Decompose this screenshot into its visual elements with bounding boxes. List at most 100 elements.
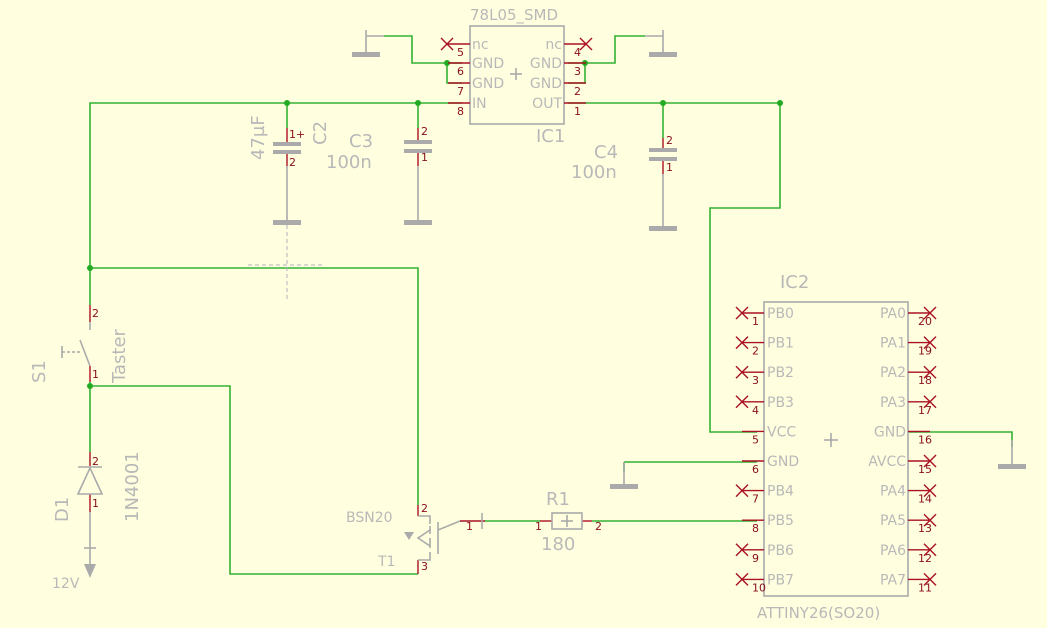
ic1-regulator[interactable]: 78L05_SMD IC1 5 6 7 8 nc GND GND IN 4 3: [440, 6, 593, 147]
ic2-pin-num: 7: [752, 493, 759, 506]
c3-value-label: 100n: [326, 152, 372, 173]
s1-contact-lever: [79, 339, 91, 367]
ic1-pin-label: GND: [472, 76, 504, 92]
c3-plate: [404, 149, 432, 153]
r1-pin-num: 2: [595, 520, 602, 533]
r1-resistor[interactable]: 1 2 R1 180: [535, 489, 602, 555]
ic2-pin-label: PA0: [880, 306, 906, 322]
ic1-pin-label: nc: [472, 37, 489, 53]
ic2-pin-label: PA6: [880, 543, 906, 559]
ic1-pin-num: 2: [574, 85, 581, 98]
ic1-name-label: IC1: [536, 126, 565, 147]
net-5v: [568, 102, 781, 433]
unconnected-pin-icon: [735, 365, 749, 379]
ic2-pin-label: PA2: [880, 365, 906, 381]
ic2-pin-label: PB3: [767, 395, 794, 411]
ic2-pin-num: 14: [918, 493, 932, 506]
ic2-pin-num: 2: [752, 345, 759, 358]
gnd-symbol: [273, 200, 301, 225]
ic1-pin-num: 3: [574, 65, 581, 78]
ic2-pin-num: 11: [918, 581, 932, 594]
ic1-pin-num: 1: [574, 105, 581, 118]
unconnected-pin-icon: [923, 572, 937, 586]
c2-plate-positive: [273, 142, 301, 146]
ic1-pin-num: 4: [574, 46, 581, 59]
t1-pin-num: 3: [421, 560, 428, 573]
ic2-pin-label: PB0: [767, 306, 794, 322]
ic1-pin-num: 7: [457, 85, 464, 98]
ic2-pin-label: GND: [874, 424, 906, 440]
ic2-pin-label: PB6: [767, 543, 794, 559]
net-source: [90, 385, 418, 575]
c2-plate-negative: [273, 150, 301, 154]
c4-plate: [649, 157, 677, 161]
junction-dot: [87, 265, 93, 271]
net-vin: [89, 102, 462, 305]
c2-pin-num: 1: [289, 128, 296, 141]
unconnected-pin-icon: [735, 572, 749, 586]
c2-polarity-mark: +: [296, 128, 305, 141]
ic2-pin-num: 12: [918, 552, 932, 565]
ic2-pin-label: PB5: [767, 513, 794, 529]
c4-value-label: 100n: [571, 162, 617, 183]
ic2-pin-num: 18: [918, 374, 932, 387]
ic1-pins-left: 5 6 7 8 nc GND GND IN: [440, 37, 504, 118]
t1-mosfet[interactable]: 2 3 1 BSN20 T1: [346, 502, 485, 574]
ic1-pin-num: 8: [457, 105, 464, 118]
ic2-pin-label: PA5: [880, 513, 906, 529]
junction-dot: [87, 383, 93, 389]
ic2-pin-num: 5: [752, 433, 759, 446]
ic2-pin-label: PB2: [767, 365, 794, 381]
ic2-pin-label: PA7: [880, 572, 906, 588]
gnd-symbol: [649, 205, 677, 231]
net-gnd-ic1-right-b: [585, 35, 645, 64]
s1-pushbutton[interactable]: 2 1 S1 Taster: [29, 305, 130, 384]
junction-dot: [415, 100, 421, 106]
unconnected-pin-icon: [923, 306, 937, 320]
c3-capacitor[interactable]: 2 1 C3 100n: [326, 125, 432, 200]
supply-arrow-icon: [84, 564, 96, 578]
s1-value-label: Taster: [109, 328, 130, 384]
ic2-pin-label: PA3: [880, 395, 906, 411]
gnd-symbol: [352, 30, 384, 57]
net-gnd-ic1-left: [384, 35, 462, 84]
gnd-symbols: [273, 30, 1026, 489]
ic2-pin-num: 16: [918, 433, 932, 446]
ic2-body: [763, 301, 909, 597]
unconnected-pin-icon: [923, 365, 937, 379]
t1-pin-num: 1: [466, 520, 473, 533]
r1-value-label: 180: [541, 534, 575, 555]
d1-triangle: [76, 466, 104, 495]
ic2-pin-label: PA1: [880, 336, 906, 352]
t1-body-diode: [404, 532, 414, 540]
ic2-pin-num: 17: [918, 404, 932, 417]
ic1-pin-num: 6: [457, 65, 464, 78]
d1-diode[interactable]: 2 1 D1 1N4001: [52, 451, 143, 565]
c2-pin-num: 2: [289, 156, 296, 169]
ic2-pin-num: 19: [918, 345, 932, 358]
r1-pin-num: 1: [535, 520, 542, 533]
unconnected-pin-icon: [923, 484, 937, 498]
ic2-pin-label: PB1: [767, 336, 794, 352]
unconnected-pin-icon: [923, 336, 937, 350]
t1-value-label: BSN20: [346, 510, 393, 526]
c4-plate: [649, 148, 677, 152]
ic2-pin-num: 4: [752, 404, 759, 417]
gnd-symbol: [998, 440, 1026, 469]
ic2-value-label: ATTINY26(SO20): [757, 604, 880, 622]
junctions: [87, 60, 783, 389]
ic2-name-label: IC2: [780, 272, 809, 293]
ic2-pin-label: PB4: [767, 484, 794, 500]
c2-capacitor[interactable]: 1 2 + 47µF C2: [248, 115, 331, 200]
ic1-value-label: 78L05_SMD: [470, 6, 558, 25]
ic1-pin-label: GND: [530, 56, 562, 72]
wires: [89, 35, 1013, 575]
ic2-pin-num: 20: [918, 315, 932, 328]
c4-capacitor[interactable]: 2 1 C4 100n: [571, 134, 677, 205]
s1-pin-num: 2: [92, 307, 99, 320]
ic2-pin-num: 8: [752, 522, 759, 535]
ic1-pin-label: IN: [472, 96, 487, 112]
c3-pin-num: 2: [421, 125, 428, 138]
c3-plate: [404, 140, 432, 144]
